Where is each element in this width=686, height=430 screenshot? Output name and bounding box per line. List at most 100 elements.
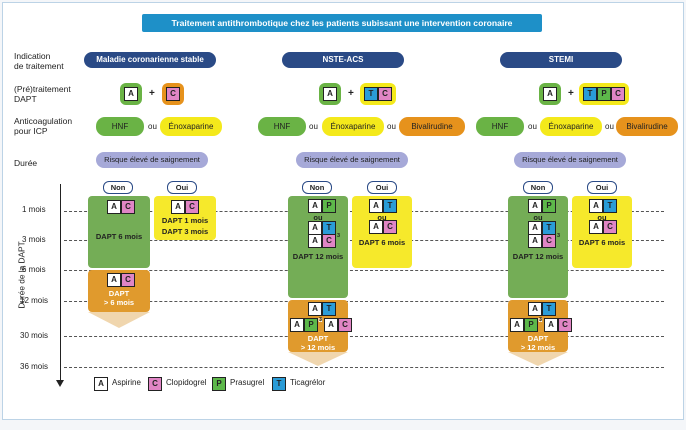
tick-label: 6 mois xyxy=(22,265,46,274)
label-anticoag-1: Anticoagulation xyxy=(14,116,73,126)
drug-c-icon: C xyxy=(383,220,397,234)
non-nste: Non xyxy=(302,181,332,194)
or-text: ou xyxy=(528,122,537,131)
drug-c-icon: C xyxy=(542,234,556,248)
drug-a-icon: A xyxy=(324,318,338,332)
risk-stable: Risque élevé de saignement xyxy=(96,152,208,168)
drug-c-icon: C xyxy=(322,234,336,248)
drug-p-icon: P xyxy=(597,87,611,101)
tick-label: 3 mois xyxy=(22,235,46,244)
label-duree: Durée xyxy=(14,158,38,168)
label-pretraitement-1: (Pré)traitement xyxy=(14,84,71,94)
dapt-duration: > 6 mois xyxy=(103,298,135,307)
dapt-stable-extended-box: A C DAPT > 6 mois xyxy=(88,270,150,312)
drug-a-icon: A xyxy=(308,234,322,248)
dapt-label: DAPT 1 mois xyxy=(161,216,209,225)
drug-c-icon: C xyxy=(121,200,135,214)
drug-a-icon: A xyxy=(308,199,322,213)
drug-a-icon: A xyxy=(107,200,121,214)
drug-a-icon: A xyxy=(290,318,304,332)
or-text: ou xyxy=(377,213,387,222)
header-nste: NSTE-ACS xyxy=(282,52,404,68)
anticoag-nste-biva: Bivalirudine xyxy=(399,117,465,136)
drug-c-icon: C xyxy=(338,318,352,332)
legend-p-icon: P xyxy=(212,377,226,391)
anticoag-stable-hnf: HNF xyxy=(96,117,144,136)
drug-t-icon: T xyxy=(542,302,556,316)
drug-a-icon: A xyxy=(528,199,542,213)
dapt-label: DAPT 6 mois xyxy=(358,238,406,247)
tick-label: 12 mois xyxy=(20,296,49,305)
dapt-nste-oui-box: A T ou A C DAPT 6 mois xyxy=(352,196,412,268)
footnote-mark: 3 xyxy=(337,233,341,239)
label-indication-2: de traitement xyxy=(14,61,64,71)
tick-label: 36 mois xyxy=(20,362,49,371)
dapt-stemi-oui-box: A T ou A C DAPT 6 mois xyxy=(572,196,632,268)
plus-sign: + xyxy=(149,88,155,99)
drug-t-icon: T xyxy=(583,87,597,101)
anticoag-stable-enox: Énoxaparine xyxy=(160,117,222,136)
risk-nste: Risque élevé de saignement xyxy=(296,152,408,168)
drug-t-icon: T xyxy=(542,221,556,235)
drug-t-icon: T xyxy=(383,199,397,213)
tick-label: 30 mois xyxy=(20,331,49,340)
drug-p-icon: P xyxy=(322,199,336,213)
drug-c-icon: C xyxy=(121,273,135,287)
footnote-mark: 3 xyxy=(539,317,543,323)
header-stemi: STEMI xyxy=(500,52,622,68)
or-text: ou xyxy=(309,122,318,131)
oui-stemi: Oui xyxy=(587,181,617,194)
or-text: ou xyxy=(605,122,614,131)
drug-a-icon: A xyxy=(171,200,185,214)
legend-prasugrel: Prasugrel xyxy=(230,378,265,387)
dapt-label: DAPT xyxy=(527,334,549,343)
drug-c-icon: C xyxy=(378,87,392,101)
y-axis-arrow-icon xyxy=(56,380,64,387)
drug-a-icon: A xyxy=(528,234,542,248)
gridline-6 xyxy=(64,270,664,271)
risk-stemi: Risque élevé de saignement xyxy=(514,152,626,168)
fade-arrow-stable xyxy=(88,312,150,328)
drug-a-icon: A xyxy=(543,87,557,101)
dapt-duration: > 12 mois xyxy=(300,343,336,352)
legend-c-icon: C xyxy=(148,377,162,391)
footnote-mark: 3 xyxy=(557,233,561,239)
or-text: ou xyxy=(313,213,323,222)
or-text: ou xyxy=(387,122,396,131)
drug-c-icon: C xyxy=(611,87,625,101)
anticoag-nste-enox: Énoxaparine xyxy=(322,117,384,136)
label-indication-1: Indication xyxy=(14,51,51,61)
dapt-label: DAPT xyxy=(307,334,329,343)
drug-c-icon: C xyxy=(558,318,572,332)
drug-a-icon: A xyxy=(107,273,121,287)
plus-sign: + xyxy=(568,88,574,99)
dapt-label: DAPT 3 mois xyxy=(161,227,209,236)
drug-t-icon: T xyxy=(322,221,336,235)
drug-a-icon: A xyxy=(589,199,603,213)
legend-ticagrelor: Ticagrélor xyxy=(290,378,326,387)
dapt-label: DAPT 12 mois xyxy=(512,252,564,261)
gridline-36 xyxy=(64,367,664,368)
drug-p-icon: P xyxy=(524,318,538,332)
dapt-stable-non-box: A C DAPT 6 mois xyxy=(88,196,150,268)
drug-a-icon: A xyxy=(528,221,542,235)
drug-a-icon: A xyxy=(308,302,322,316)
dapt-nste-extended-box: A T ou A P 3 A C DAPT > 12 mois xyxy=(288,300,352,352)
or-text: ou xyxy=(597,213,607,222)
drug-a-icon: A xyxy=(544,318,558,332)
drug-c-icon: C xyxy=(185,200,199,214)
anticoag-stemi-enox: Énoxaparine xyxy=(540,117,602,136)
drug-a-icon: A xyxy=(323,87,337,101)
non-stemi: Non xyxy=(523,181,553,194)
plus-sign: + xyxy=(348,88,354,99)
dapt-label: DAPT 12 mois xyxy=(292,252,344,261)
label-anticoag-2: pour ICP xyxy=(14,126,48,136)
figure-title: Traitement antithrombotique chez les pat… xyxy=(142,14,542,32)
anticoag-stemi-biva: Bivalirudine xyxy=(616,117,678,136)
drug-p-icon: P xyxy=(542,199,556,213)
drug-c-icon: C xyxy=(603,220,617,234)
drug-a-icon: A xyxy=(124,87,138,101)
fade-arrow-nste xyxy=(288,352,348,366)
or-text: ou xyxy=(148,122,157,131)
drug-a-icon: A xyxy=(528,302,542,316)
